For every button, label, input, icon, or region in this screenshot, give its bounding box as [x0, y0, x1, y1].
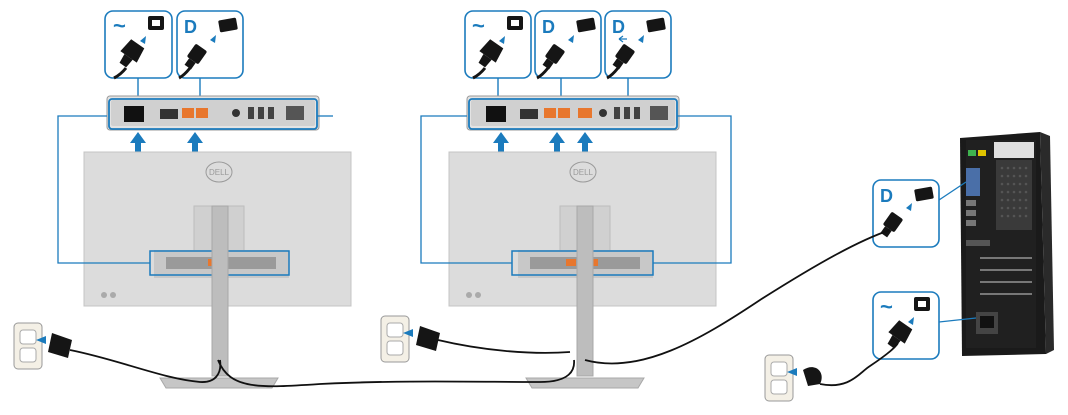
ac-power-icon: ~: [113, 13, 126, 38]
arrow-up-icon: [549, 132, 565, 153]
dell-logo: DELL: [209, 168, 230, 177]
monitor-2-dp-out-callout: D: [604, 10, 672, 80]
displayport-out-icon: D: [612, 17, 625, 37]
wall-outlet-3: [764, 354, 822, 402]
monitor-2: ~ D D: [420, 10, 732, 389]
wall-outlet-1: [13, 322, 72, 370]
dp-out-port: [578, 108, 592, 118]
computer-dp-callout: D: [872, 179, 967, 248]
arrow-up-icon: [187, 132, 203, 153]
wall-plug-icon: [416, 326, 440, 351]
dp-in-port: [182, 108, 194, 118]
monitor-1-port-panel: [106, 95, 320, 131]
ac-power-icon: ~: [880, 294, 893, 319]
computer-dp-port: [966, 168, 980, 196]
monitor-2-dp-in-callout: D: [534, 10, 602, 80]
computer-power-callout: ~: [872, 291, 977, 360]
displayport-in-icon: D: [184, 17, 197, 37]
arrow-up-icon: [577, 132, 593, 153]
monitor-1-dp-in-callout: D: [176, 10, 244, 80]
power-port: [124, 106, 144, 122]
arrow-up-icon: [493, 132, 509, 153]
displayport-in-icon: D: [542, 17, 555, 37]
desktop-computer: [960, 132, 1054, 356]
wall-plug-icon: [48, 333, 72, 358]
displayport-icon: D: [880, 186, 893, 206]
monitor-2-port-panel: [466, 95, 680, 131]
wall-plug-icon: [803, 367, 822, 386]
monitor-1: ~ D: [57, 10, 352, 389]
dell-logo: DELL: [573, 168, 594, 177]
monitor-1-power-callout: ~: [104, 10, 173, 80]
wall-outlet-2: [380, 315, 440, 363]
arrow-up-icon: [130, 132, 146, 153]
dp-in-port: [544, 108, 556, 118]
ac-power-icon: ~: [472, 13, 485, 38]
power-port: [486, 106, 506, 122]
cables: [69, 229, 899, 388]
monitor-2-power-callout: ~: [464, 10, 532, 80]
